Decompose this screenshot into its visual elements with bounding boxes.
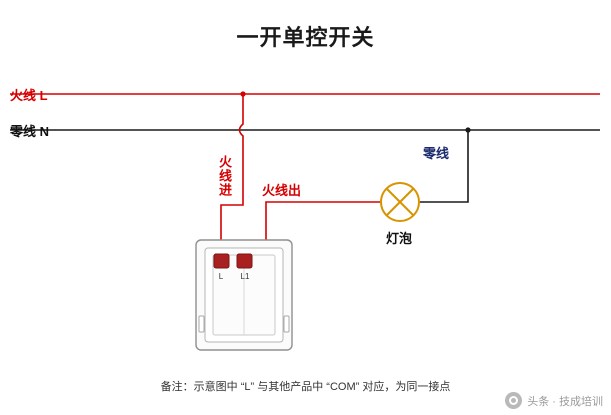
terminal-l-label: L	[219, 272, 224, 281]
terminal-l1-label: L1	[241, 272, 250, 281]
live-line-label: 火线 L	[10, 88, 48, 103]
switch-screw-right	[283, 315, 290, 333]
watermark-logo-icon	[505, 392, 523, 409]
live-drop-wire	[220, 94, 244, 250]
watermark-text: 头条 · 技成培训	[527, 395, 603, 408]
page-title: 一开单控开关	[236, 25, 375, 50]
lamp-label: 灯泡	[386, 231, 413, 246]
terminal-l	[213, 253, 230, 269]
watermark: 头条 · 技成培训	[505, 392, 603, 409]
live-in-label: 火线进	[217, 155, 232, 197]
live-out-wire	[265, 201, 381, 250]
footnote: 备注：示意图中 “L” 与其他产品中 “COM” 对应，为同一接点	[160, 381, 451, 393]
neutral-line-label: 零线 N	[10, 124, 50, 139]
lamp-cross-2	[386, 188, 414, 216]
neutral-branch-wire	[419, 130, 469, 203]
live-out-label: 火线出	[262, 183, 302, 198]
live-junction-dot	[240, 91, 246, 97]
terminal-l1	[236, 253, 253, 269]
neutral-branch-label: 零线	[423, 146, 450, 161]
neutral-junction-dot	[465, 127, 471, 133]
switch-screw-left	[198, 315, 205, 333]
